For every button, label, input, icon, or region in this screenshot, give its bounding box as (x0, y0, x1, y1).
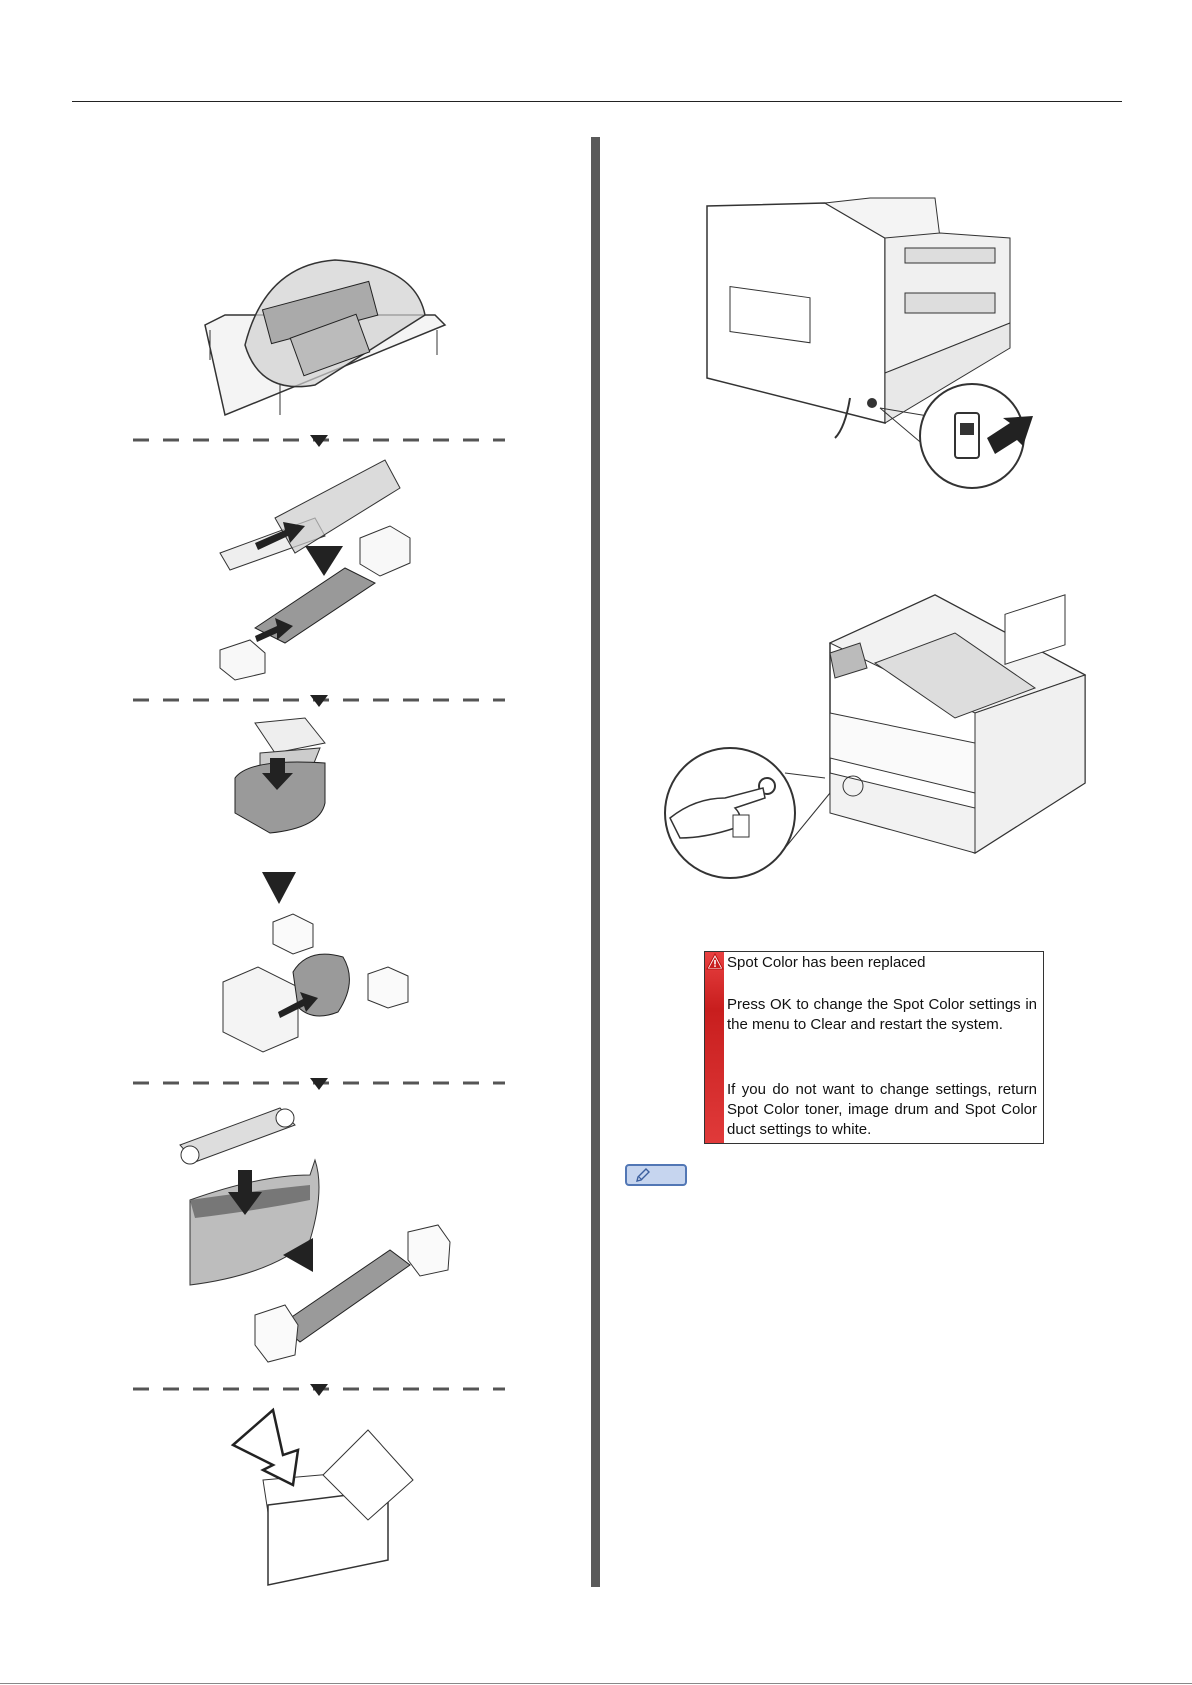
printer-rear-power-switch-illustration (705, 198, 1035, 490)
step-arrow-down (262, 872, 296, 904)
drum-bagging-illustration (180, 1100, 470, 1365)
spot-color-warning-dialog: Spot Color has been replaced Press OK to… (704, 951, 1044, 1144)
step-divider-3 (133, 1075, 505, 1091)
covered-parts-illustration (205, 255, 445, 415)
printer-front-power-button-illustration (655, 593, 1095, 883)
step-divider-2 (133, 692, 505, 708)
part-boxing-illustration (218, 912, 423, 1052)
header-rule (72, 101, 1122, 102)
toner-packing-illustration (215, 458, 425, 678)
step-divider-4 (133, 1381, 505, 1397)
dialog-paragraph-1: Press OK to change the Spot Color settin… (727, 995, 1037, 1035)
warning-triangle-icon (706, 953, 724, 971)
step-divider-1 (133, 432, 505, 448)
shipping-box-illustration (228, 1410, 418, 1585)
memo-badge (625, 1164, 687, 1186)
dialog-title: Spot Color has been replaced (727, 953, 1037, 973)
warning-strip (705, 952, 724, 1143)
column-separator (591, 137, 600, 1587)
part-bagging-illustration (230, 718, 340, 838)
dialog-paragraph-2: If you do not want to change settings, r… (727, 1080, 1037, 1140)
footer-rule (0, 1683, 1192, 1684)
pencil-memo-icon (635, 1168, 651, 1182)
